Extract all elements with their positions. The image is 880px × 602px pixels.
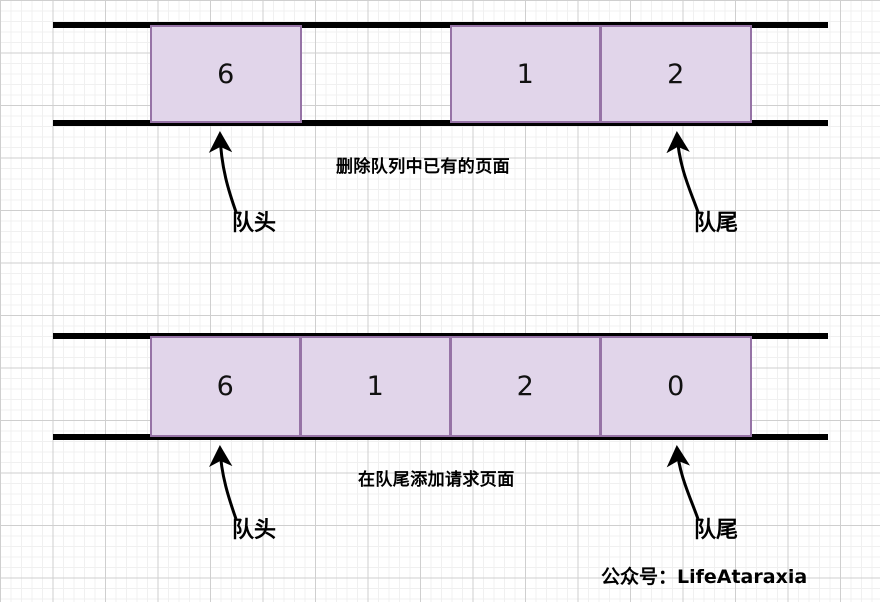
queue-cell-value: 6 xyxy=(216,371,235,402)
row-caption: 在队尾添加请求页面 xyxy=(358,470,515,490)
head-pointer-label: 队头 xyxy=(232,518,277,543)
queue-rail-top xyxy=(53,22,828,28)
queue-cell[interactable]: 1 xyxy=(300,336,451,437)
tail-pointer-label: 队尾 xyxy=(694,211,739,236)
queue-cell-value: 2 xyxy=(667,58,685,90)
tail-arrow-icon xyxy=(666,445,700,520)
queue-cell[interactable]: 1 xyxy=(450,25,601,123)
queue-rail-bottom xyxy=(53,120,828,126)
queue-cell-value: 0 xyxy=(667,371,685,402)
queue-cell-value: 6 xyxy=(217,58,235,90)
watermark-text: 公众号：LifeAtaraxia xyxy=(601,566,808,588)
head-pointer-label: 队头 xyxy=(232,211,277,236)
tail-pointer-label: 队尾 xyxy=(694,518,739,543)
row-caption: 删除队列中已有的页面 xyxy=(336,157,510,177)
queue-cell[interactable]: 6 xyxy=(150,25,302,123)
tail-arrow-icon xyxy=(666,131,700,213)
queue-rail-bottom xyxy=(53,434,828,440)
head-arrow-icon xyxy=(209,445,238,520)
queue-cell[interactable]: 0 xyxy=(600,336,752,437)
queue-cell[interactable]: 2 xyxy=(450,336,601,437)
queue-cell-value: 2 xyxy=(516,371,535,402)
queue-cell[interactable]: 2 xyxy=(600,25,752,123)
queue-cell[interactable]: 6 xyxy=(150,336,301,437)
queue-cell-value: 1 xyxy=(366,371,385,402)
head-arrow-icon xyxy=(208,131,238,213)
queue-cell-value: 1 xyxy=(516,58,535,90)
